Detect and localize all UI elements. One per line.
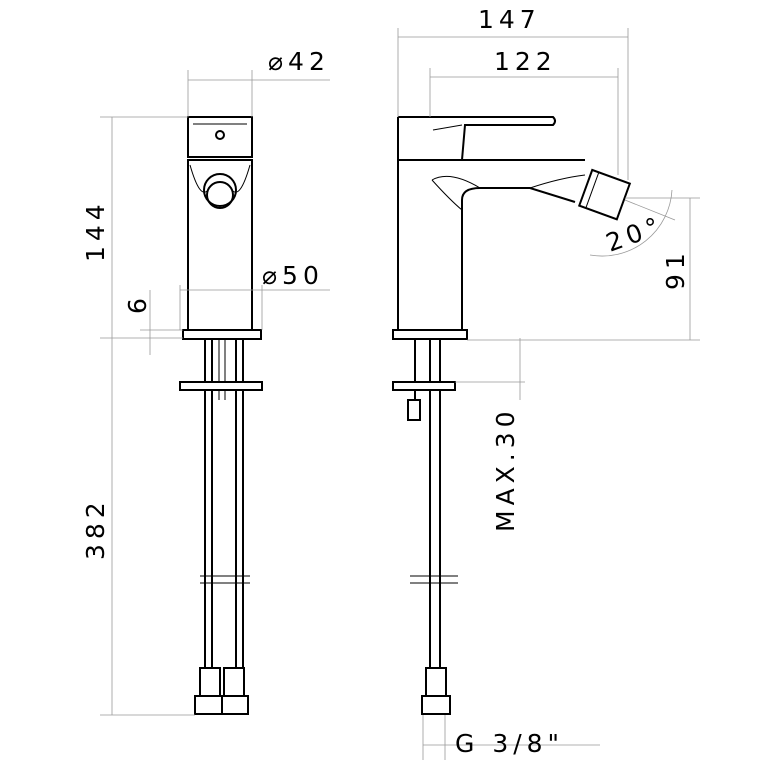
side-view: 147 122 20° 91 MAX.30 G 3/8" [392, 5, 700, 760]
dim-reach-122: 122 [494, 47, 557, 76]
dim-diameter-50: ⌀50 [262, 261, 324, 290]
side-base-plate [392, 329, 468, 340]
front-flange [179, 381, 263, 391]
dim-length-147: 147 [478, 5, 541, 34]
side-lever [398, 116, 556, 161]
dim-height-144: 144 [81, 199, 110, 262]
side-body [397, 117, 576, 330]
front-aerator [203, 173, 237, 207]
front-view: ⌀42 ⌀50 144 6 382 [81, 47, 330, 716]
side-nut [425, 667, 447, 697]
dim-connection-g38: G 3/8" [455, 729, 564, 758]
front-nut-right [223, 667, 245, 697]
dim-diameter-42: ⌀42 [268, 47, 330, 76]
dim-hose-382: 382 [81, 497, 110, 560]
side-aerator [577, 168, 632, 221]
dim-base-6: 6 [123, 293, 152, 314]
dim-height-91: 91 [661, 248, 690, 290]
front-nut-left [199, 667, 221, 697]
front-cap [187, 116, 253, 158]
front-base-plate [182, 329, 262, 340]
front-pin [215, 130, 225, 140]
dim-max-30: MAX.30 [491, 406, 520, 532]
side-flange [392, 381, 456, 391]
